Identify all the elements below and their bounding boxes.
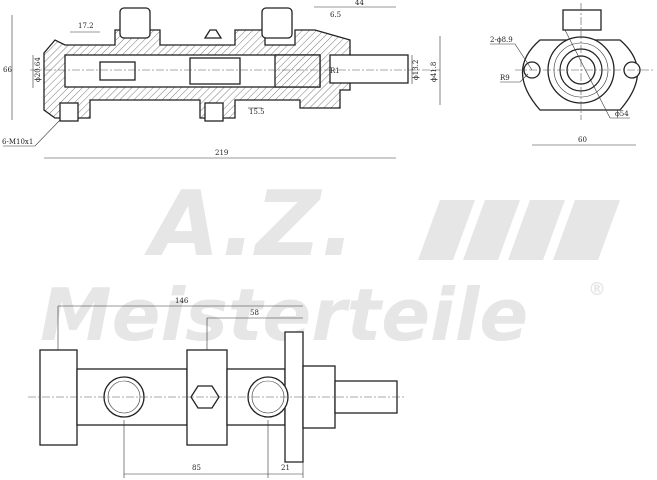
outlet-port-2 <box>204 102 224 122</box>
primary-piston <box>99 61 136 81</box>
reservoir-port-2 <box>261 7 293 39</box>
dim-r1: R1 <box>330 67 340 75</box>
piston-head <box>274 54 321 88</box>
watermark: A.Z. Meisterteile ® <box>40 172 620 357</box>
dim-21: 21 <box>281 464 290 472</box>
end-boss <box>562 9 602 31</box>
top-boss-left <box>39 349 78 446</box>
dim-44: 44 <box>355 0 364 7</box>
dim-15-5: 15.5 <box>249 108 265 116</box>
dim-66: 66 <box>3 66 12 74</box>
dim-146: 146 <box>175 297 189 305</box>
dim-58: 58 <box>250 309 259 317</box>
top-hex-screw <box>190 385 220 409</box>
outlet-port-1 <box>59 102 79 122</box>
section-view: 17.2 6.5 44 66 ϕ20.64 15.5 ϕ13.2 ϕ41.8 R… <box>2 0 441 159</box>
watermark-stripes-logo <box>418 200 620 260</box>
dim-rod-dia: ϕ13.2 <box>412 60 420 80</box>
dim-219: 219 <box>215 149 228 157</box>
dim-phi54: ϕ54 <box>615 110 629 118</box>
dim-thread: 6-M10x1 <box>2 138 33 146</box>
stop-screw <box>203 29 223 39</box>
dim-r9: R9 <box>500 74 510 82</box>
pushrod-sleeve <box>329 54 409 84</box>
watermark-az: A.Z. <box>144 172 355 277</box>
dim-85: 85 <box>192 464 201 472</box>
end-view: 2-ϕ8.9 R9 ϕ54 60 <box>490 3 655 146</box>
dim-flange-dia: ϕ41.8 <box>430 62 438 82</box>
secondary-piston <box>189 57 241 85</box>
reservoir-port-1 <box>119 7 151 39</box>
dim-bore-dia: ϕ20.64 <box>34 57 42 82</box>
dim-6-5: 6.5 <box>330 11 341 19</box>
dim-17-2: 17.2 <box>78 22 94 30</box>
top-view: 146 58 85 21 <box>28 297 405 478</box>
dim-60: 60 <box>578 136 587 144</box>
dim-holes: 2-ϕ8.9 <box>490 36 513 44</box>
watermark-meisterteile: Meisterteile <box>40 273 528 357</box>
watermark-registered: ® <box>588 279 606 300</box>
